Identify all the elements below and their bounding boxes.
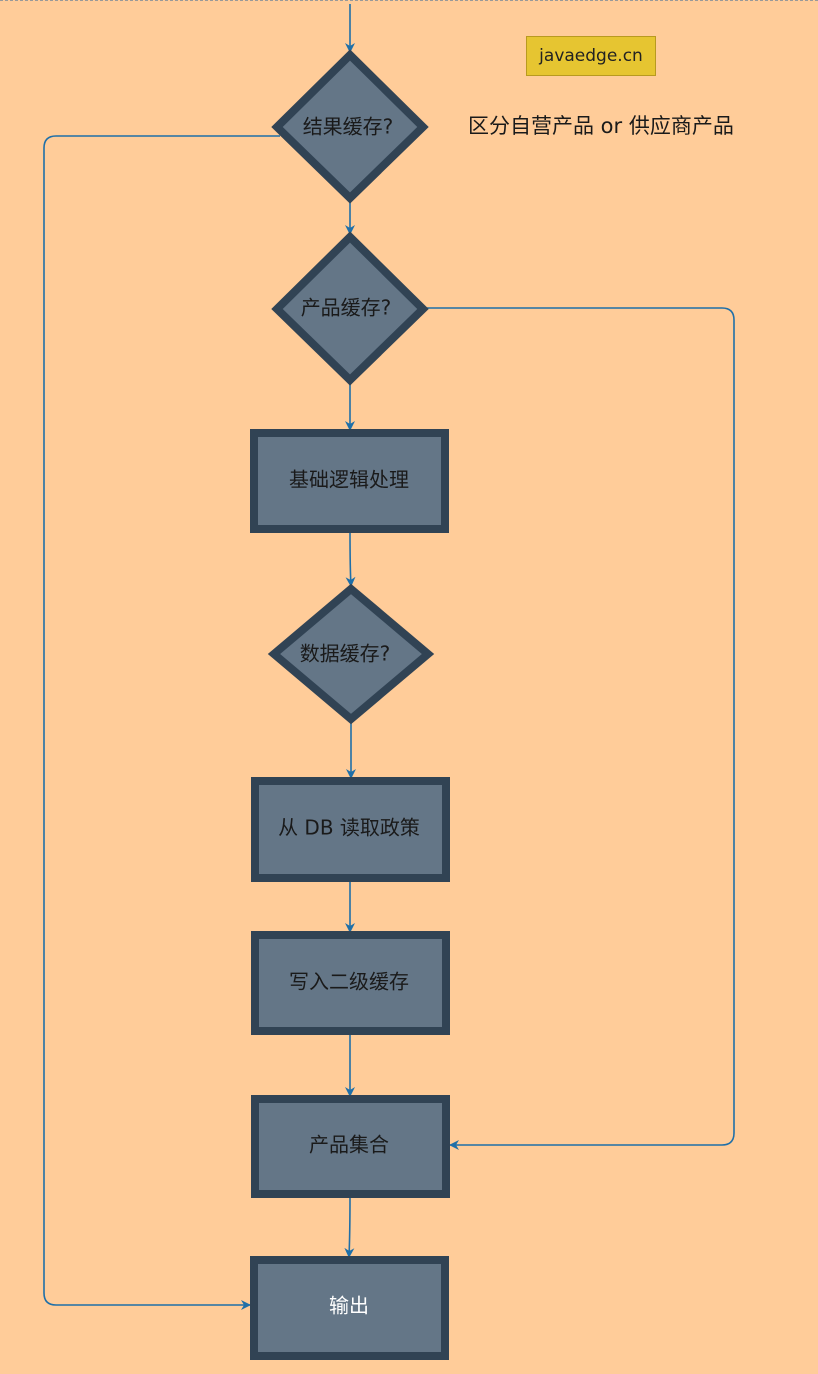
product-set-box (251, 1095, 450, 1198)
result-cache-label: 结果缓存? (303, 115, 394, 139)
page-top-border (0, 0, 818, 1)
edge-result-cache-to-output (43, 135, 280, 1310)
write-l2-box (251, 931, 450, 1035)
data-cache-label: 数据缓存? (300, 642, 391, 666)
note-text: 区分自营产品 or 供应商产品 (468, 114, 734, 138)
edges (43, 4, 735, 1310)
edge-product-set-to-output (344, 1196, 355, 1258)
product-set-label: 产品集合 (309, 1133, 389, 1157)
data-cache-diamond (267, 583, 435, 725)
edge-basic-logic-to-data-cache (345, 531, 356, 587)
read-db-label: 从 DB 读取政策 (278, 816, 420, 840)
basic-logic-box (250, 429, 449, 533)
product-cache-label: 产品缓存? (301, 296, 392, 320)
read-db-box (251, 777, 450, 882)
watermark-badge: javaedge.cn (526, 36, 656, 76)
product-cache-diamond (271, 231, 429, 386)
watermark-text: javaedge.cn (539, 46, 643, 66)
output-label: 输出 (329, 1294, 369, 1318)
basic-logic-label: 基础逻辑处理 (289, 468, 409, 492)
write-l2-label: 写入二级缓存 (289, 970, 409, 994)
output-box (250, 1256, 449, 1360)
edge-product-cache-to-product-set (425, 307, 735, 1150)
result-cache-diamond (271, 49, 429, 204)
